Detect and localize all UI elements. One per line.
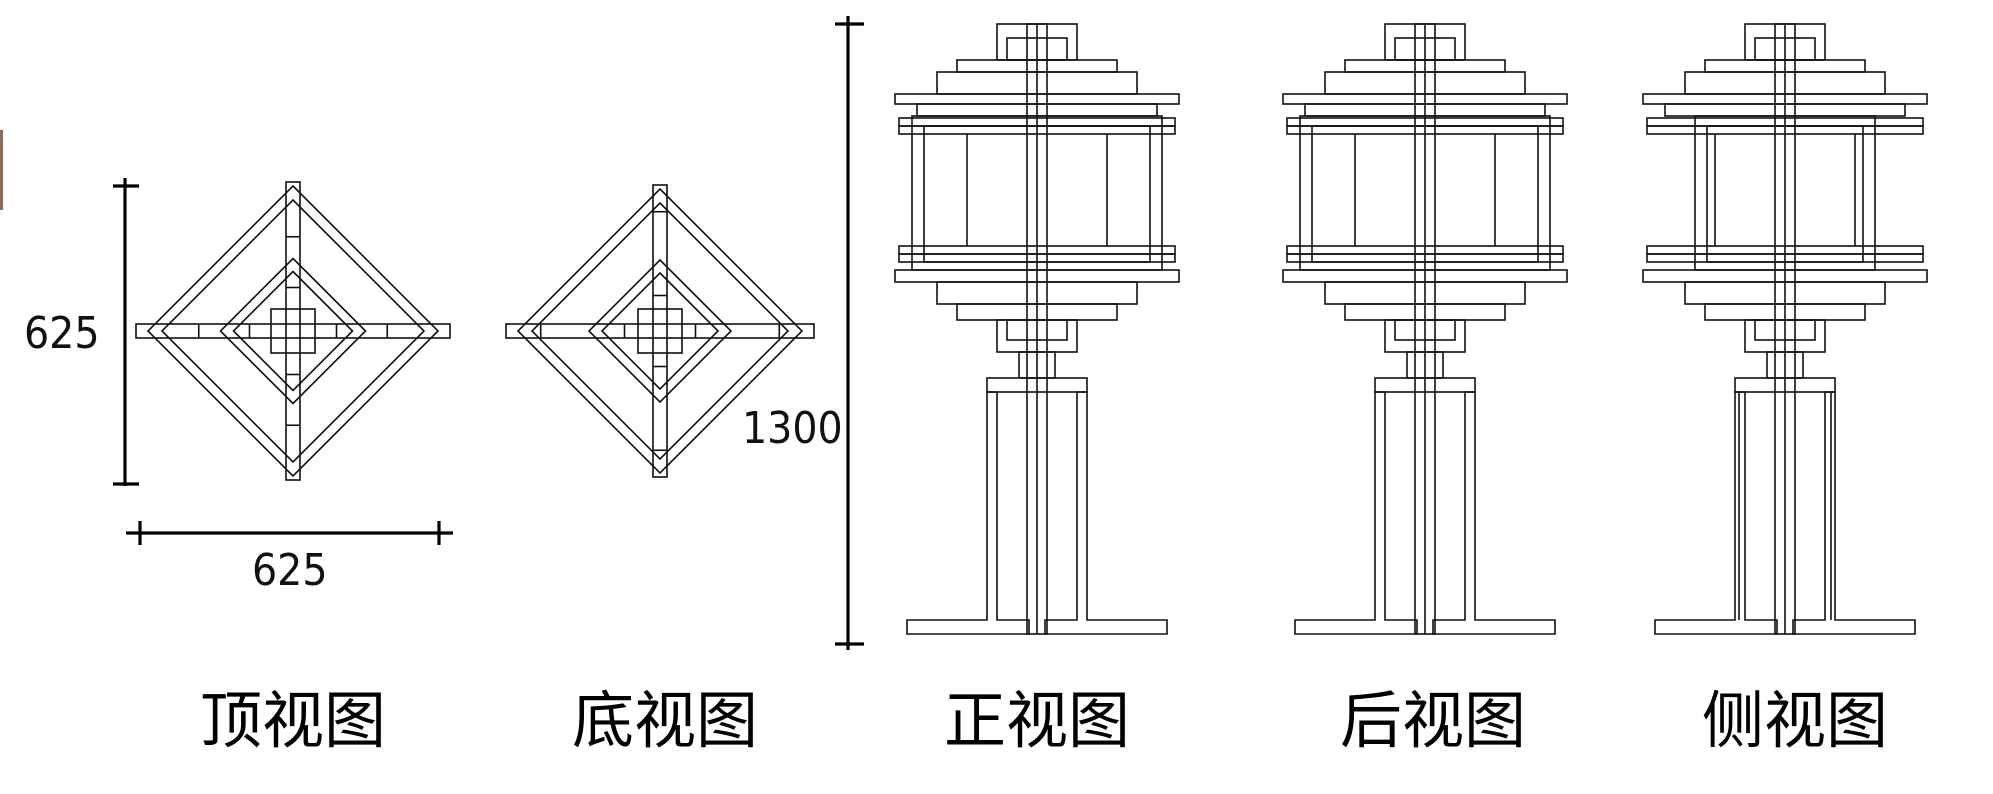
bottom-view-drawing [505,184,815,478]
left-leg [1654,391,1778,635]
dimension-front-height: 1300 [742,16,864,650]
dimension-front-height-label: 1300 [742,403,843,454]
outer-diamond-inner [160,198,426,464]
right-leg [1432,391,1556,635]
outer-diamond [516,187,804,475]
view-label-bottom: 底视图 [571,684,759,757]
center-square [270,308,316,354]
horizontal-bar [505,323,815,339]
right-leg [1792,391,1916,635]
top-view-drawing [135,181,451,481]
inner-diamond-inner [600,271,720,391]
inner-diamond-inner [232,270,354,392]
dimension-top-height-label: 625 [24,308,100,359]
center-square [637,308,683,354]
leg-cross [1734,377,1836,393]
right-leg [1044,391,1168,635]
dimension-top-height: 625 [24,178,139,486]
inner-diamond [219,257,367,405]
vertical-bar [285,181,301,481]
leg-cross [1374,377,1476,393]
view-label-side: 侧视图 [1701,684,1889,757]
vertical-bar [652,184,668,478]
outer-diamond [146,184,440,478]
view-label-front: 正视图 [943,684,1131,757]
front-view-drawing [894,23,1180,635]
side-view-drawing [1642,23,1928,635]
leg-cross [986,377,1088,393]
dimension-top-width-label: 625 [252,545,328,596]
dimension-top-width: 625 [126,521,453,596]
left-edge-mark [0,130,3,210]
view-label-top: 顶视图 [199,684,387,757]
left-leg [906,391,1030,635]
back-view-drawing [1282,23,1568,635]
left-leg [1294,391,1418,635]
inner-diamond [587,258,733,404]
outer-diamond-inner [530,201,790,461]
horizontal-bar [135,323,451,339]
view-label-back: 后视图 [1339,684,1527,757]
